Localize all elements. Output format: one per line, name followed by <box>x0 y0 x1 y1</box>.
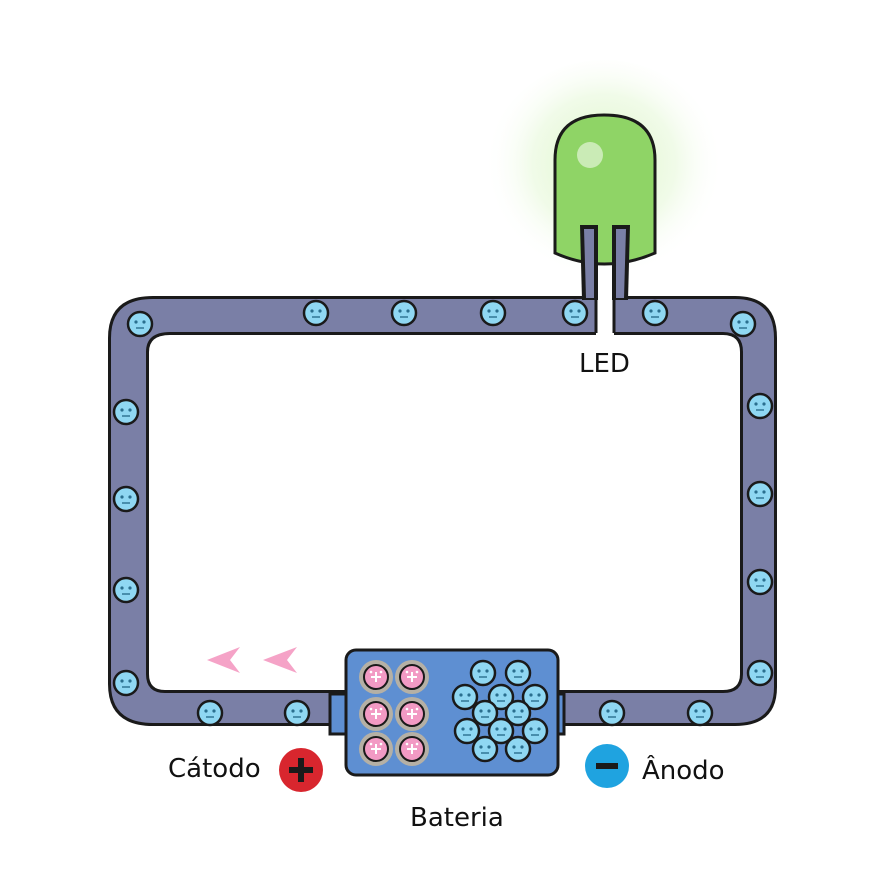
electron-smiley-icon <box>746 568 774 596</box>
battery-label: Bateria <box>410 803 504 833</box>
electron-smiley-icon <box>471 735 499 763</box>
led-label: LED <box>579 349 630 379</box>
chevron-left-arrow-icon <box>207 647 240 673</box>
electron-smiley-icon <box>746 659 774 687</box>
led-highlight <box>577 142 603 168</box>
proton-plus-icon <box>395 697 429 731</box>
chevron-left-arrow-icon <box>263 647 297 673</box>
electron-smiley-icon <box>504 699 532 727</box>
minus-icon <box>596 763 618 769</box>
electron-smiley-icon <box>112 576 140 604</box>
current-direction-arrows <box>207 647 297 673</box>
electron-smiley-icon <box>641 299 669 327</box>
wire-loop <box>108 270 777 726</box>
electron-smiley-icon <box>479 299 507 327</box>
cathode-label: Cátodo <box>168 754 261 784</box>
electron-smiley-icon <box>598 699 626 727</box>
anode-minus-badge <box>585 744 629 788</box>
electron-smiley-icon <box>504 735 532 763</box>
led-leg-left <box>580 225 598 300</box>
proton-plus-icon <box>395 660 429 694</box>
electron-smiley-icon <box>126 310 154 338</box>
electron-smiley-icon <box>504 659 532 687</box>
cathode-plus-badge <box>279 748 323 792</box>
electron-smiley-icon <box>302 299 330 327</box>
electron-smiley-icon <box>746 480 774 508</box>
electron-smiley-icon <box>686 699 714 727</box>
electron-smiley-icon <box>487 683 515 711</box>
plus-icon <box>289 758 313 782</box>
electron-smiley-icon <box>112 669 140 697</box>
electron-smiley-icon <box>746 392 774 420</box>
proton-plus-icon <box>359 697 393 731</box>
battery-electrons <box>451 659 549 763</box>
electron-smiley-icon <box>390 299 418 327</box>
electron-smiley-icon <box>453 717 481 745</box>
proton-plus-icon <box>359 732 393 766</box>
proton-plus-icon <box>395 732 429 766</box>
wire-electrons <box>112 299 774 727</box>
electron-smiley-icon <box>471 699 499 727</box>
led-leg-right <box>612 225 630 300</box>
led <box>553 113 657 300</box>
electron-smiley-icon <box>729 310 757 338</box>
battery-protons <box>359 660 429 766</box>
electron-smiley-icon <box>521 717 549 745</box>
electron-smiley-icon <box>196 699 224 727</box>
electron-smiley-icon <box>112 485 140 513</box>
electron-smiley-icon <box>561 299 589 327</box>
battery <box>328 648 566 777</box>
electron-smiley-icon <box>521 683 549 711</box>
anode-label: Ânodo <box>642 754 725 786</box>
electron-smiley-icon <box>283 699 311 727</box>
electron-smiley-icon <box>451 683 479 711</box>
electron-smiley-icon <box>469 659 497 687</box>
proton-plus-icon <box>359 660 393 694</box>
electron-smiley-icon <box>112 398 140 426</box>
electron-smiley-icon <box>487 717 515 745</box>
